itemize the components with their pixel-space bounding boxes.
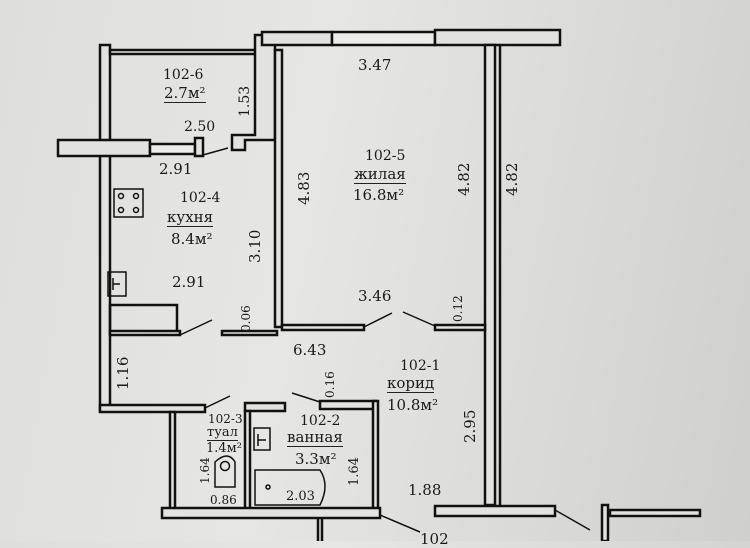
room-id-102-6: 102-6 — [163, 67, 204, 83]
wall-bath-top — [318, 399, 378, 411]
room-name-102-5: жилая — [354, 165, 406, 184]
room-area-102-1: 10.8м² — [387, 396, 439, 414]
room-id-102-2: 102-2 — [300, 413, 341, 429]
wall-corridor-stub — [243, 401, 287, 413]
dim-outer-right: 4.82 — [503, 162, 521, 196]
bottom-cut-label: 102 — [420, 530, 449, 548]
wall-living-bottom-2 — [433, 323, 487, 332]
room-name-102-2: ванная — [287, 428, 343, 447]
room-id-102-3: 102-3 — [208, 412, 243, 426]
room-id-102-1: 102-1 — [400, 358, 441, 374]
dim-corridor-gap: 0.16 — [323, 371, 337, 398]
wall-top-right — [433, 28, 562, 47]
dim-corridor-length: 6.43 — [293, 341, 327, 359]
door-swings — [179, 147, 591, 533]
wall-bottom-far — [608, 508, 702, 518]
wall-corridor-bottom — [98, 403, 207, 414]
dim-kitchen-gap: 0.06 — [239, 305, 253, 332]
window-balcony — [148, 142, 197, 156]
balcony-rail — [108, 48, 262, 56]
wall-left-outer — [98, 43, 112, 412]
wall-bottom-right — [433, 504, 557, 518]
room-id-102-4: 102-4 — [180, 190, 221, 206]
dim-living-top: 3.47 — [358, 56, 392, 74]
wall-top — [260, 30, 334, 47]
dim-kitchen-bottom: 2.91 — [172, 273, 206, 291]
room-area-102-6: 2.7м² — [164, 84, 206, 103]
wall-toilet-left — [168, 410, 177, 512]
wall-bottom-stub — [600, 503, 610, 541]
wall-kitchen-bottom-2 — [220, 329, 279, 337]
kitchen-counter — [108, 303, 179, 335]
wall-bath-right — [371, 399, 380, 512]
dim-toilet-side: 1.64 — [198, 457, 212, 484]
dim-bath-tub: 2.03 — [286, 489, 315, 504]
bath-sink-icon — [253, 427, 271, 451]
dim-kitchen-side: 3.10 — [246, 229, 264, 263]
wall-living-bottom — [280, 323, 366, 332]
dim-corridor-right: 2.95 — [461, 409, 479, 443]
window-living — [330, 30, 437, 47]
wall-kitchen-living — [273, 48, 284, 329]
room-name-102-1: корид — [387, 374, 435, 393]
room-area-102-5: 16.8м² — [353, 186, 405, 204]
dim-living-bottom: 3.46 — [358, 287, 392, 305]
dim-balcony-height: 1.53 — [237, 85, 253, 117]
dim-kitchen-top: 2.91 — [159, 160, 193, 178]
sink-icon — [107, 271, 127, 297]
wall-toilet-bath — [243, 409, 252, 512]
room-name-102-4: кухня — [167, 208, 214, 227]
toilet-icon — [214, 455, 236, 488]
window-jamb — [193, 136, 205, 158]
room-area-102-4: 8.4м² — [171, 230, 213, 248]
dim-living-gap: 0.12 — [451, 295, 465, 322]
wall-right — [483, 43, 497, 507]
dim-corridor-bottom: 1.88 — [408, 481, 442, 499]
wall-bottom — [160, 506, 382, 520]
stove-icon — [113, 188, 144, 218]
dim-bath-side: 1.64 — [347, 457, 362, 486]
room-area-102-2: 3.3м² — [295, 450, 337, 468]
dim-balcony-width: 2.50 — [184, 119, 216, 135]
dim-living-right: 4.82 — [455, 162, 473, 196]
wall-balcony — [56, 138, 152, 158]
wall-kitchen-bottom — [108, 329, 182, 337]
dim-living-left: 4.83 — [295, 171, 313, 205]
room-id-102-5: 102-5 — [365, 148, 406, 164]
room-area-102-3: 1.4м² — [206, 441, 242, 456]
room-name-102-3: туал — [207, 425, 238, 441]
dim-toilet-width: 0.86 — [210, 493, 237, 507]
dim-corridor-left: 1.16 — [114, 356, 132, 390]
bathtub-icon — [254, 469, 326, 506]
